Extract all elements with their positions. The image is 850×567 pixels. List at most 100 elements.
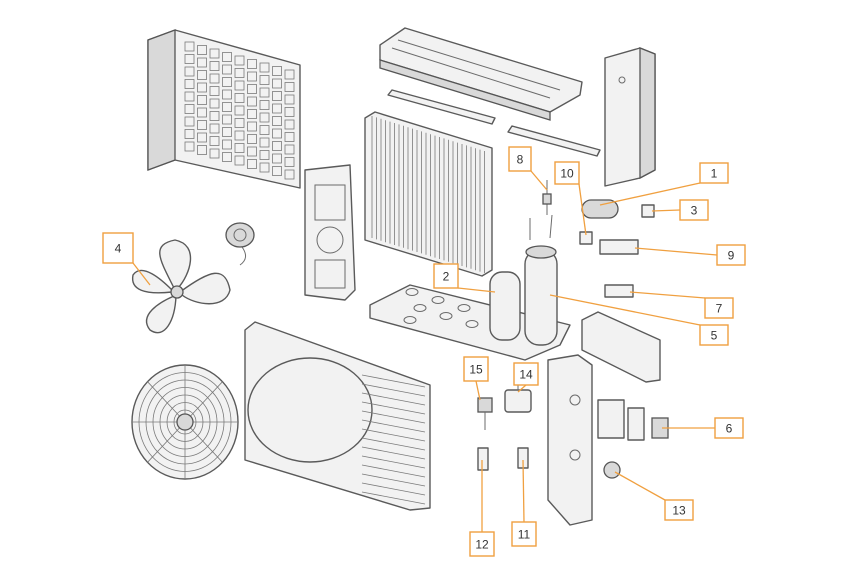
- callout-15: 15: [463, 356, 489, 382]
- grille-opening: [234, 55, 245, 66]
- top-bracket-left: [387, 89, 496, 125]
- callout-label-5: 5: [711, 329, 718, 343]
- front-louver: [361, 401, 426, 415]
- fan-guard-spoke: [147, 421, 186, 463]
- grille-opening: [284, 69, 295, 80]
- callout-label-13: 13: [672, 504, 686, 518]
- leader-line-4: [132, 262, 151, 286]
- grille-opening: [209, 48, 220, 59]
- grille-opening: [247, 121, 257, 132]
- fan-guard-spoke: [184, 381, 223, 423]
- grille-opening: [184, 116, 195, 127]
- grille-opening: [197, 70, 207, 80]
- grille-opening: [247, 59, 257, 69]
- grille-opening: [259, 137, 270, 148]
- front-louver: [361, 473, 426, 487]
- grille-opening: [184, 129, 195, 139]
- leader-line-2: [457, 287, 496, 293]
- grille-opening: [184, 41, 195, 52]
- grille-opening: [234, 118, 245, 128]
- grille-opening: [209, 73, 220, 84]
- grille-opening: [209, 111, 220, 121]
- electrical-side-panel: [547, 354, 593, 526]
- grille-opening: [259, 162, 270, 173]
- grille-opening: [222, 77, 232, 87]
- grille-opening: [284, 119, 295, 130]
- grille-opening: [197, 120, 207, 130]
- leader-line-10: [578, 183, 587, 236]
- air-duct-plate: [581, 311, 661, 383]
- callout-label-10: 10: [560, 167, 574, 181]
- grille-opening: [184, 91, 195, 102]
- callout-3: 3: [679, 199, 709, 221]
- callout-box-13: [664, 499, 694, 521]
- front-louver: [361, 464, 426, 478]
- grille-opening: [247, 146, 257, 157]
- grille-opening: [209, 148, 220, 159]
- grille-opening: [197, 107, 207, 118]
- top-cover-panel: [379, 27, 583, 121]
- grille-opening: [259, 75, 270, 85]
- grille-opening: [184, 141, 195, 152]
- grille-opening: [234, 68, 245, 78]
- front-louver: [361, 455, 426, 469]
- grille-opening: [284, 144, 295, 155]
- leader-line-13: [614, 471, 666, 501]
- callout-box-3: [679, 199, 709, 221]
- grille-opening: [184, 66, 195, 77]
- condenser-coil: [364, 111, 493, 277]
- grille-opening: [284, 157, 295, 167]
- callout-label-2: 2: [443, 270, 450, 284]
- grille-opening: [222, 152, 232, 162]
- leader-line-5: [549, 294, 701, 326]
- grille-opening: [222, 139, 232, 150]
- control-box: [597, 399, 669, 441]
- front-louver: [361, 437, 426, 451]
- leader-line-8: [530, 170, 548, 191]
- callout-label-12: 12: [475, 538, 489, 552]
- grille-opening: [222, 102, 232, 112]
- callout-12: 12: [469, 531, 495, 557]
- grille-opening: [247, 109, 257, 119]
- grille-opening: [222, 52, 232, 62]
- grille-opening: [259, 62, 270, 73]
- base-drain-hole: [457, 304, 471, 312]
- base-drain-hole: [465, 320, 479, 328]
- grille-opening: [197, 57, 207, 68]
- callout-label-7: 7: [716, 302, 723, 316]
- front-louver: [361, 491, 426, 505]
- grille-opening: [234, 155, 245, 166]
- callout-label-1: 1: [711, 167, 718, 181]
- base-drain-hole: [405, 288, 419, 296]
- grille-opening: [247, 96, 257, 107]
- callout-box-11: [511, 521, 537, 547]
- front-louver: [361, 446, 426, 460]
- grille-opening: [234, 105, 245, 116]
- callout-box-14: [513, 362, 539, 386]
- callout-5: 5: [699, 324, 729, 346]
- grille-opening: [259, 87, 270, 98]
- grille-opening: [272, 91, 282, 101]
- leader-lines: [132, 170, 718, 532]
- callout-box-4: [102, 232, 134, 264]
- grille-opening: [259, 112, 270, 123]
- terminal-board: [599, 239, 639, 255]
- leader-line-9: [634, 247, 718, 256]
- callout-box-12: [469, 531, 495, 557]
- fan-guard-spoke: [147, 381, 186, 423]
- callout-box-8: [508, 146, 532, 172]
- grille-opening: [184, 79, 195, 89]
- grille-opening: [197, 82, 207, 93]
- grille-opening: [259, 100, 270, 110]
- grille-opening: [197, 95, 207, 105]
- callout-11: 11: [511, 521, 537, 547]
- filter-drier: [477, 447, 489, 471]
- grille-opening: [222, 127, 232, 137]
- front-louver: [361, 383, 426, 397]
- compressor: [489, 214, 558, 346]
- callout-13: 13: [664, 499, 694, 521]
- leader-line-11: [522, 459, 525, 523]
- pressure-switch: [477, 397, 493, 430]
- grille-opening: [184, 104, 195, 114]
